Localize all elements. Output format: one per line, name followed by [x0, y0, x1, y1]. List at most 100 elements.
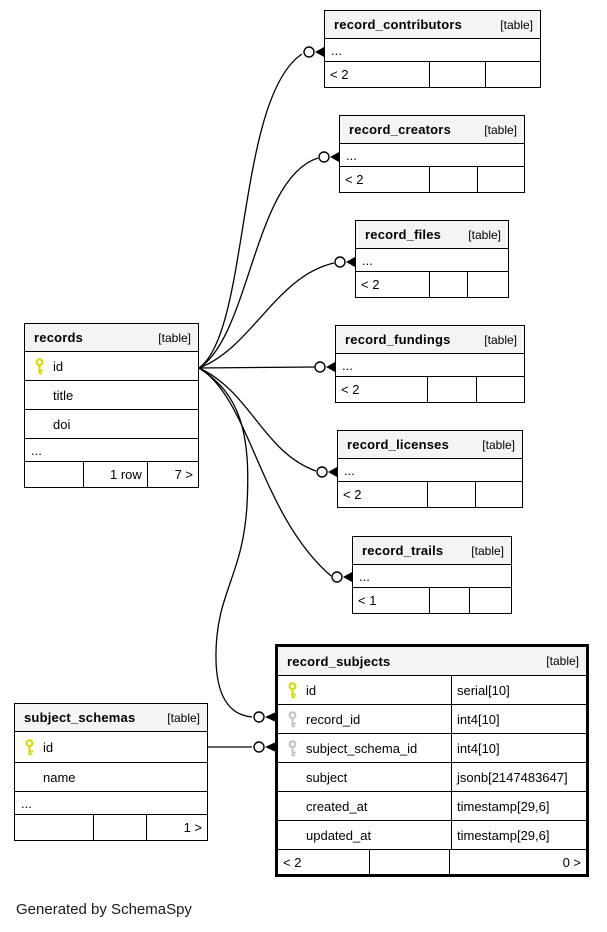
footer-row-count	[430, 167, 478, 192]
table-footer: < 2	[356, 272, 508, 297]
table-footer: < 2	[338, 482, 522, 507]
column-type: timestamp[29,6]	[451, 792, 586, 820]
table-footer: < 2	[336, 377, 524, 402]
footer-degree-in: < 2	[336, 377, 429, 402]
table-header[interactable]: record_files [table]	[356, 221, 508, 249]
column-row-subject: subject jsonb[2147483647]	[278, 763, 586, 792]
table-record_creators[interactable]: record_creators [table] ... < 2	[339, 115, 525, 193]
fk-arrowhead	[265, 742, 276, 752]
table-footer: < 2	[340, 167, 524, 192]
table-type-badge: [table]	[484, 332, 517, 347]
column-row-id: id serial[10]	[278, 676, 586, 705]
footer-degree-in: < 2	[356, 272, 431, 297]
column-row-subject_schema_id: subject_schema_id int4[10]	[278, 734, 586, 763]
footer-row-count	[94, 815, 148, 840]
table-type-badge: [table]	[167, 710, 200, 725]
fk-arrowhead	[315, 47, 324, 57]
column-row-doi: doi	[25, 410, 198, 439]
column-name: subject_schema_id	[306, 740, 418, 756]
table-record_files[interactable]: record_files [table] ... < 2	[355, 220, 509, 298]
table-name[interactable]: record_subjects	[287, 653, 391, 669]
columns-ellipsis-row: ...	[336, 354, 524, 377]
table-record_trails[interactable]: record_trails [table] ... < 1	[352, 536, 512, 614]
column-name: doi	[53, 416, 71, 432]
ellipsis-text: ...	[331, 42, 342, 58]
table-name[interactable]: record_creators	[349, 122, 451, 137]
table-footer: 1 >	[15, 815, 207, 840]
table-type-badge: [table]	[158, 330, 191, 345]
table-name[interactable]: record_licenses	[347, 437, 450, 452]
fk-arrowhead	[265, 712, 276, 722]
columns-ellipsis-row: ...	[356, 249, 508, 272]
table-record_subjects[interactable]: record_subjects [table] id serial[10] re…	[275, 644, 589, 877]
zero-or-more-circle	[334, 256, 346, 268]
columns-ellipsis-row: ...	[353, 565, 511, 588]
table-footer: < 1	[353, 588, 511, 613]
column-name: updated_at	[306, 827, 372, 843]
columns-ellipsis-row: ...	[15, 792, 207, 815]
zero-or-more-circle	[253, 741, 265, 753]
relation-records-record_files	[198, 262, 335, 369]
table-footer: 1 row 7 >	[25, 462, 198, 487]
table-header[interactable]: record_licenses [table]	[338, 431, 522, 459]
column-type: int4[10]	[451, 734, 586, 762]
fk-arrowhead	[328, 467, 337, 477]
footer-degree-in	[25, 462, 84, 487]
relation-records-record_contributors	[198, 53, 303, 369]
table-footer: < 2 0 >	[278, 850, 586, 874]
zero-or-more-circle	[318, 151, 330, 163]
ellipsis-text: ...	[359, 568, 370, 584]
fk-arrowhead	[346, 257, 355, 267]
table-records[interactable]: records [table] id title doi ... 1 row 7…	[24, 323, 199, 488]
table-header[interactable]: record_contributors [table]	[325, 11, 540, 39]
table-footer: < 2	[325, 62, 540, 87]
column-row-created_at: created_at timestamp[29,6]	[278, 792, 586, 821]
table-name[interactable]: subject_schemas	[24, 710, 136, 725]
column-row-id: id	[25, 352, 198, 381]
table-name[interactable]: records	[34, 330, 84, 345]
column-name: id	[43, 739, 54, 755]
table-header[interactable]: record_subjects [table]	[278, 647, 586, 676]
column-name: id	[53, 358, 64, 374]
table-type-badge: [table]	[546, 654, 579, 668]
table-subject_schemas[interactable]: subject_schemas [table] id name ... 1 >	[14, 703, 208, 841]
table-type-badge: [table]	[471, 543, 504, 558]
table-header[interactable]: record_creators [table]	[340, 116, 524, 144]
table-header[interactable]: record_fundings [table]	[336, 326, 524, 354]
column-type: int4[10]	[451, 705, 586, 733]
table-records-header[interactable]: records [table]	[25, 324, 198, 352]
table-record_contributors[interactable]: record_contributors [table] ... < 2	[324, 10, 541, 88]
columns-ellipsis-row: ...	[25, 439, 198, 462]
table-name[interactable]: record_contributors	[334, 17, 463, 32]
ellipsis-text: ...	[344, 462, 355, 478]
column-name-cell: created_at	[278, 792, 451, 820]
primary-key-icon	[25, 357, 53, 375]
zero-or-more-circle	[314, 361, 326, 373]
table-type-badge: [table]	[482, 437, 515, 452]
footer-degree-in: < 2	[338, 482, 429, 507]
ellipsis-text: ...	[362, 252, 373, 268]
footer-row-count	[430, 588, 470, 613]
table-name[interactable]: record_files	[365, 227, 442, 242]
column-name: subject	[306, 769, 348, 785]
table-type-badge: [table]	[484, 122, 517, 137]
table-type-badge: [table]	[468, 227, 501, 242]
footer-degree-out	[470, 588, 511, 613]
table-name[interactable]: record_trails	[362, 543, 444, 558]
column-name-cell: subject	[278, 763, 451, 791]
table-header[interactable]: record_trails [table]	[353, 537, 511, 565]
column-name-cell: subject_schema_id	[278, 734, 451, 762]
table-record_licenses[interactable]: record_licenses [table] ... < 2	[337, 430, 523, 508]
footer-degree-in: < 1	[353, 588, 431, 613]
table-record_fundings[interactable]: record_fundings [table] ... < 2	[335, 325, 525, 403]
relation-records-record_fundings	[198, 366, 317, 369]
columns-ellipsis-row: ...	[340, 144, 524, 167]
column-row-id: id	[15, 732, 207, 763]
ellipsis-text: ...	[31, 442, 42, 458]
table-name[interactable]: record_fundings	[345, 332, 451, 347]
footer-degree-out: 1 >	[183, 820, 202, 835]
column-name: name	[43, 769, 76, 785]
table-header[interactable]: subject_schemas [table]	[15, 704, 207, 732]
zero-or-more-circle	[316, 466, 328, 478]
